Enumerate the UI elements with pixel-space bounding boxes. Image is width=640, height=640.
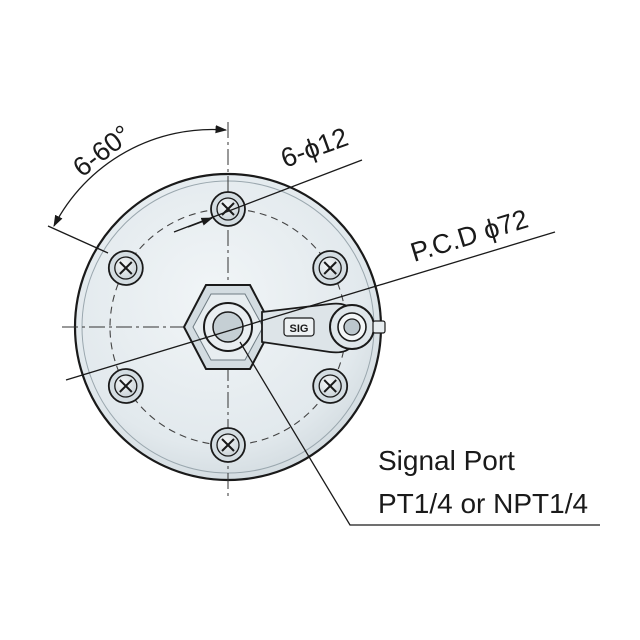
bolt-screw-icon [107,368,144,404]
hole-dim-label: 6-ϕ12 [277,122,352,174]
callout-line-1: Signal Port [378,445,515,476]
signal-port-leader [239,341,600,526]
angle-dim-label: 6-60° [67,119,137,183]
center-port [203,302,253,352]
bolt-screw-icon [210,427,246,463]
bolt-screw-icon [312,368,349,404]
bolt-screw-icon [107,250,144,286]
signal-arm: SIG [261,302,386,354]
bolt-screw-icon [312,250,349,286]
sig-tag: SIG [290,323,309,335]
callout-line-2: PT1/4 or NPT1/4 [378,488,588,519]
pcd-leader-line [65,231,556,381]
bolt-screw-icon [210,191,246,227]
